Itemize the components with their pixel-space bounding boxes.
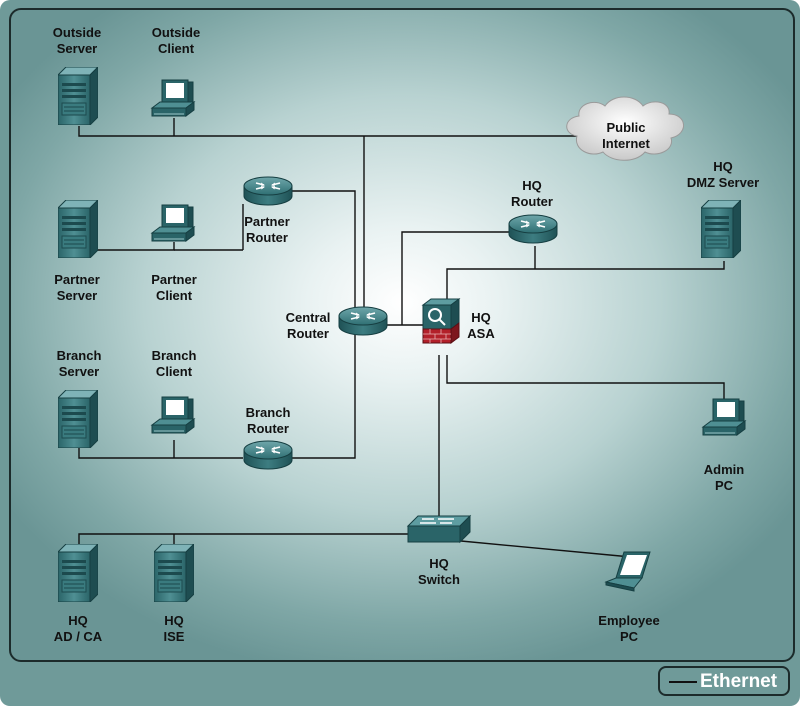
network-topology: [58, 67, 746, 602]
link-switch-to-employee: [460, 540, 632, 558]
hq-router-icon: [508, 214, 558, 244]
public-internet-cloud: [566, 96, 684, 161]
hq-ise-server-icon: [154, 544, 194, 602]
ethernet-links: [78, 118, 725, 558]
partner-server-icon: [58, 200, 98, 258]
link-asa-to-admin: [446, 355, 725, 402]
link-central-to-branch-router: [291, 332, 356, 459]
branch-router-icon: [243, 440, 293, 470]
hq-ad-ca-server-icon: [58, 544, 98, 602]
admin-pc-icon: [702, 398, 746, 436]
legend-ethernet-line: [669, 681, 697, 683]
branch-server-icon: [58, 390, 98, 448]
employee-pc-laptop-icon: [605, 551, 651, 592]
hq-dmz-server-icon: [701, 200, 741, 258]
link-branch-lan: [78, 447, 243, 459]
link-asa-to-hq-router: [401, 231, 509, 325]
hq-asa-firewall-icon: [422, 298, 460, 344]
link-outside-lan: [78, 126, 591, 137]
partner-router-icon: [243, 176, 293, 206]
link-switch-to-servers: [78, 533, 409, 546]
branch-client-icon: [151, 396, 195, 434]
legend: Ethernet: [658, 666, 790, 696]
link-asa-to-dmz: [446, 261, 725, 310]
partner-client-icon: [151, 204, 195, 242]
hq-switch-icon: [407, 515, 471, 543]
central-router-icon: [338, 306, 388, 336]
outside-client-icon: [151, 79, 195, 117]
link-central-to-partner-router: [291, 190, 356, 312]
legend-ethernet-label: Ethernet: [700, 671, 778, 692]
outside-server-icon: [58, 67, 98, 125]
